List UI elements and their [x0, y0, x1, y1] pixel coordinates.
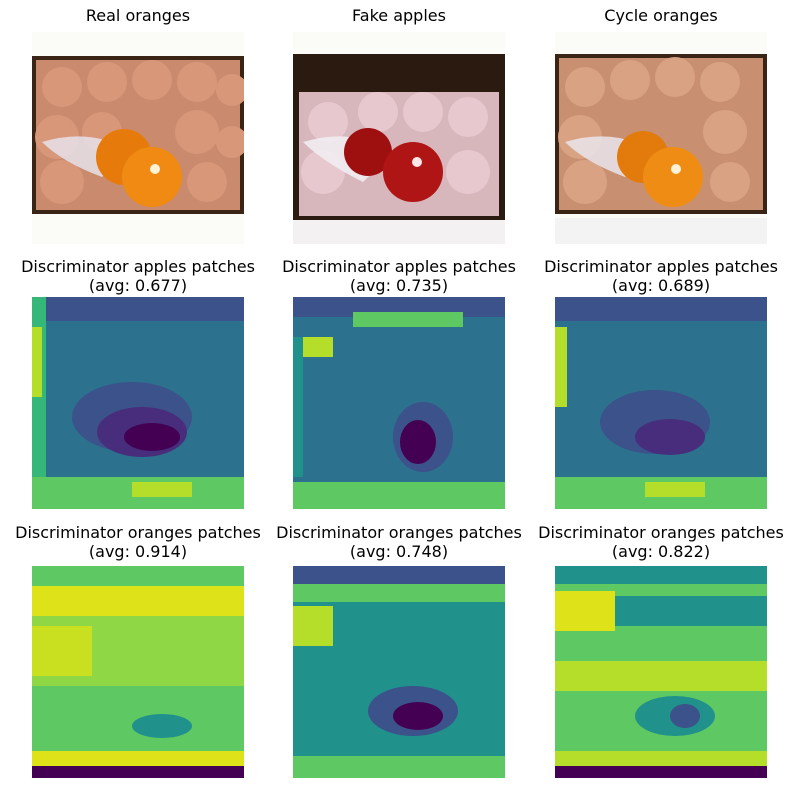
title-line: Discriminator oranges patches — [276, 523, 522, 542]
heatmap-apples-real — [32, 297, 244, 509]
fake-apples-image — [293, 32, 505, 244]
title-line: Discriminator apples patches — [21, 257, 255, 276]
title-disc-apples-real: Discriminator apples patches (avg: 0.677… — [2, 257, 274, 295]
heatmap-apples-fake — [293, 297, 505, 509]
cycle-oranges-image — [555, 32, 767, 244]
title-disc-apples-fake: Discriminator apples patches (avg: 0.735… — [263, 257, 535, 295]
title-disc-oranges-cycle: Discriminator oranges patches (avg: 0.82… — [525, 523, 797, 561]
title-cycle-oranges: Cycle oranges — [604, 6, 718, 25]
real-oranges-image — [32, 32, 244, 244]
title-disc-apples-cycle: Discriminator apples patches (avg: 0.689… — [525, 257, 797, 295]
title-fake-apples: Fake apples — [352, 6, 446, 25]
avg-label: (avg: 0.677) — [88, 276, 188, 295]
heatmap-apples-cycle — [555, 297, 767, 509]
heatmap-oranges-real — [32, 566, 244, 778]
avg-label: (avg: 0.822) — [611, 542, 711, 561]
avg-label: (avg: 0.689) — [611, 276, 711, 295]
avg-label: (avg: 0.748) — [349, 542, 449, 561]
title-real-oranges: Real oranges — [85, 6, 191, 25]
title-disc-oranges-fake: Discriminator oranges patches (avg: 0.74… — [263, 523, 535, 561]
title-line: Discriminator oranges patches — [538, 523, 784, 542]
heatmap-oranges-cycle — [555, 566, 767, 778]
heatmap-oranges-fake — [293, 566, 505, 778]
title-line: Discriminator apples patches — [282, 257, 516, 276]
title-line: Discriminator apples patches — [544, 257, 778, 276]
title-disc-oranges-real: Discriminator oranges patches (avg: 0.91… — [2, 523, 274, 561]
title-line: Discriminator oranges patches — [15, 523, 261, 542]
avg-label: (avg: 0.735) — [349, 276, 449, 295]
avg-label: (avg: 0.914) — [88, 542, 188, 561]
